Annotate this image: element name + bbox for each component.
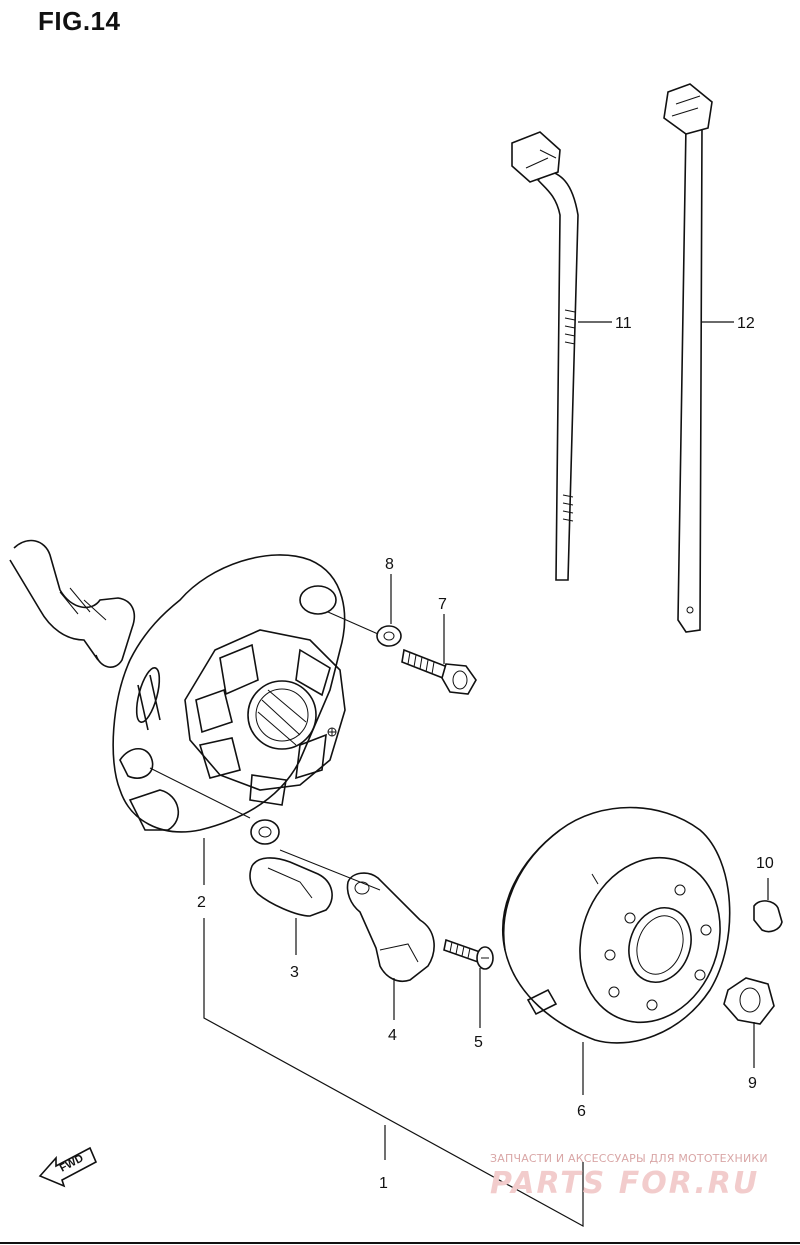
callout-6: 6 (577, 1103, 586, 1120)
part-9-nut (723, 977, 775, 1025)
callout-4: 4 (388, 1027, 397, 1044)
part-12-cable-tie (663, 83, 713, 633)
watermark-brand: PARTS FOR.RU (490, 1166, 760, 1201)
callout-9: 9 (748, 1075, 757, 1092)
leader-lines (149, 321, 769, 1228)
callout-11: 11 (615, 315, 632, 332)
watermark-tagline: ЗАПЧАСТИ И АКСЕССУАРЫ ДЛЯ МОТОТЕХНИКИ (490, 1152, 768, 1165)
part-7-bolt (401, 648, 477, 695)
part-4-bracket (346, 872, 435, 982)
part-8-washer (376, 625, 402, 647)
callout-7: 7 (438, 596, 447, 613)
callout-1: 1 (379, 1175, 388, 1192)
callout-2: 2 (197, 894, 206, 911)
callout-8: 8 (385, 556, 394, 573)
part-6-rotor (501, 806, 731, 1044)
callout-3: 3 (290, 964, 299, 981)
part-10-key (753, 900, 783, 933)
part-2-stator (9, 539, 346, 833)
callout-labels: 1 2 3 4 5 6 7 8 9 10 11 12 (197, 315, 774, 1192)
fwd-direction-badge: FWD (38, 1146, 98, 1188)
part-5-screw (443, 938, 494, 970)
part-11-cable-tie (511, 131, 579, 581)
figure-title: FIG.14 (38, 6, 121, 36)
callout-5: 5 (474, 1034, 483, 1051)
part-3-grommet (249, 819, 333, 917)
callout-10: 10 (756, 855, 774, 872)
callout-12: 12 (737, 315, 755, 332)
